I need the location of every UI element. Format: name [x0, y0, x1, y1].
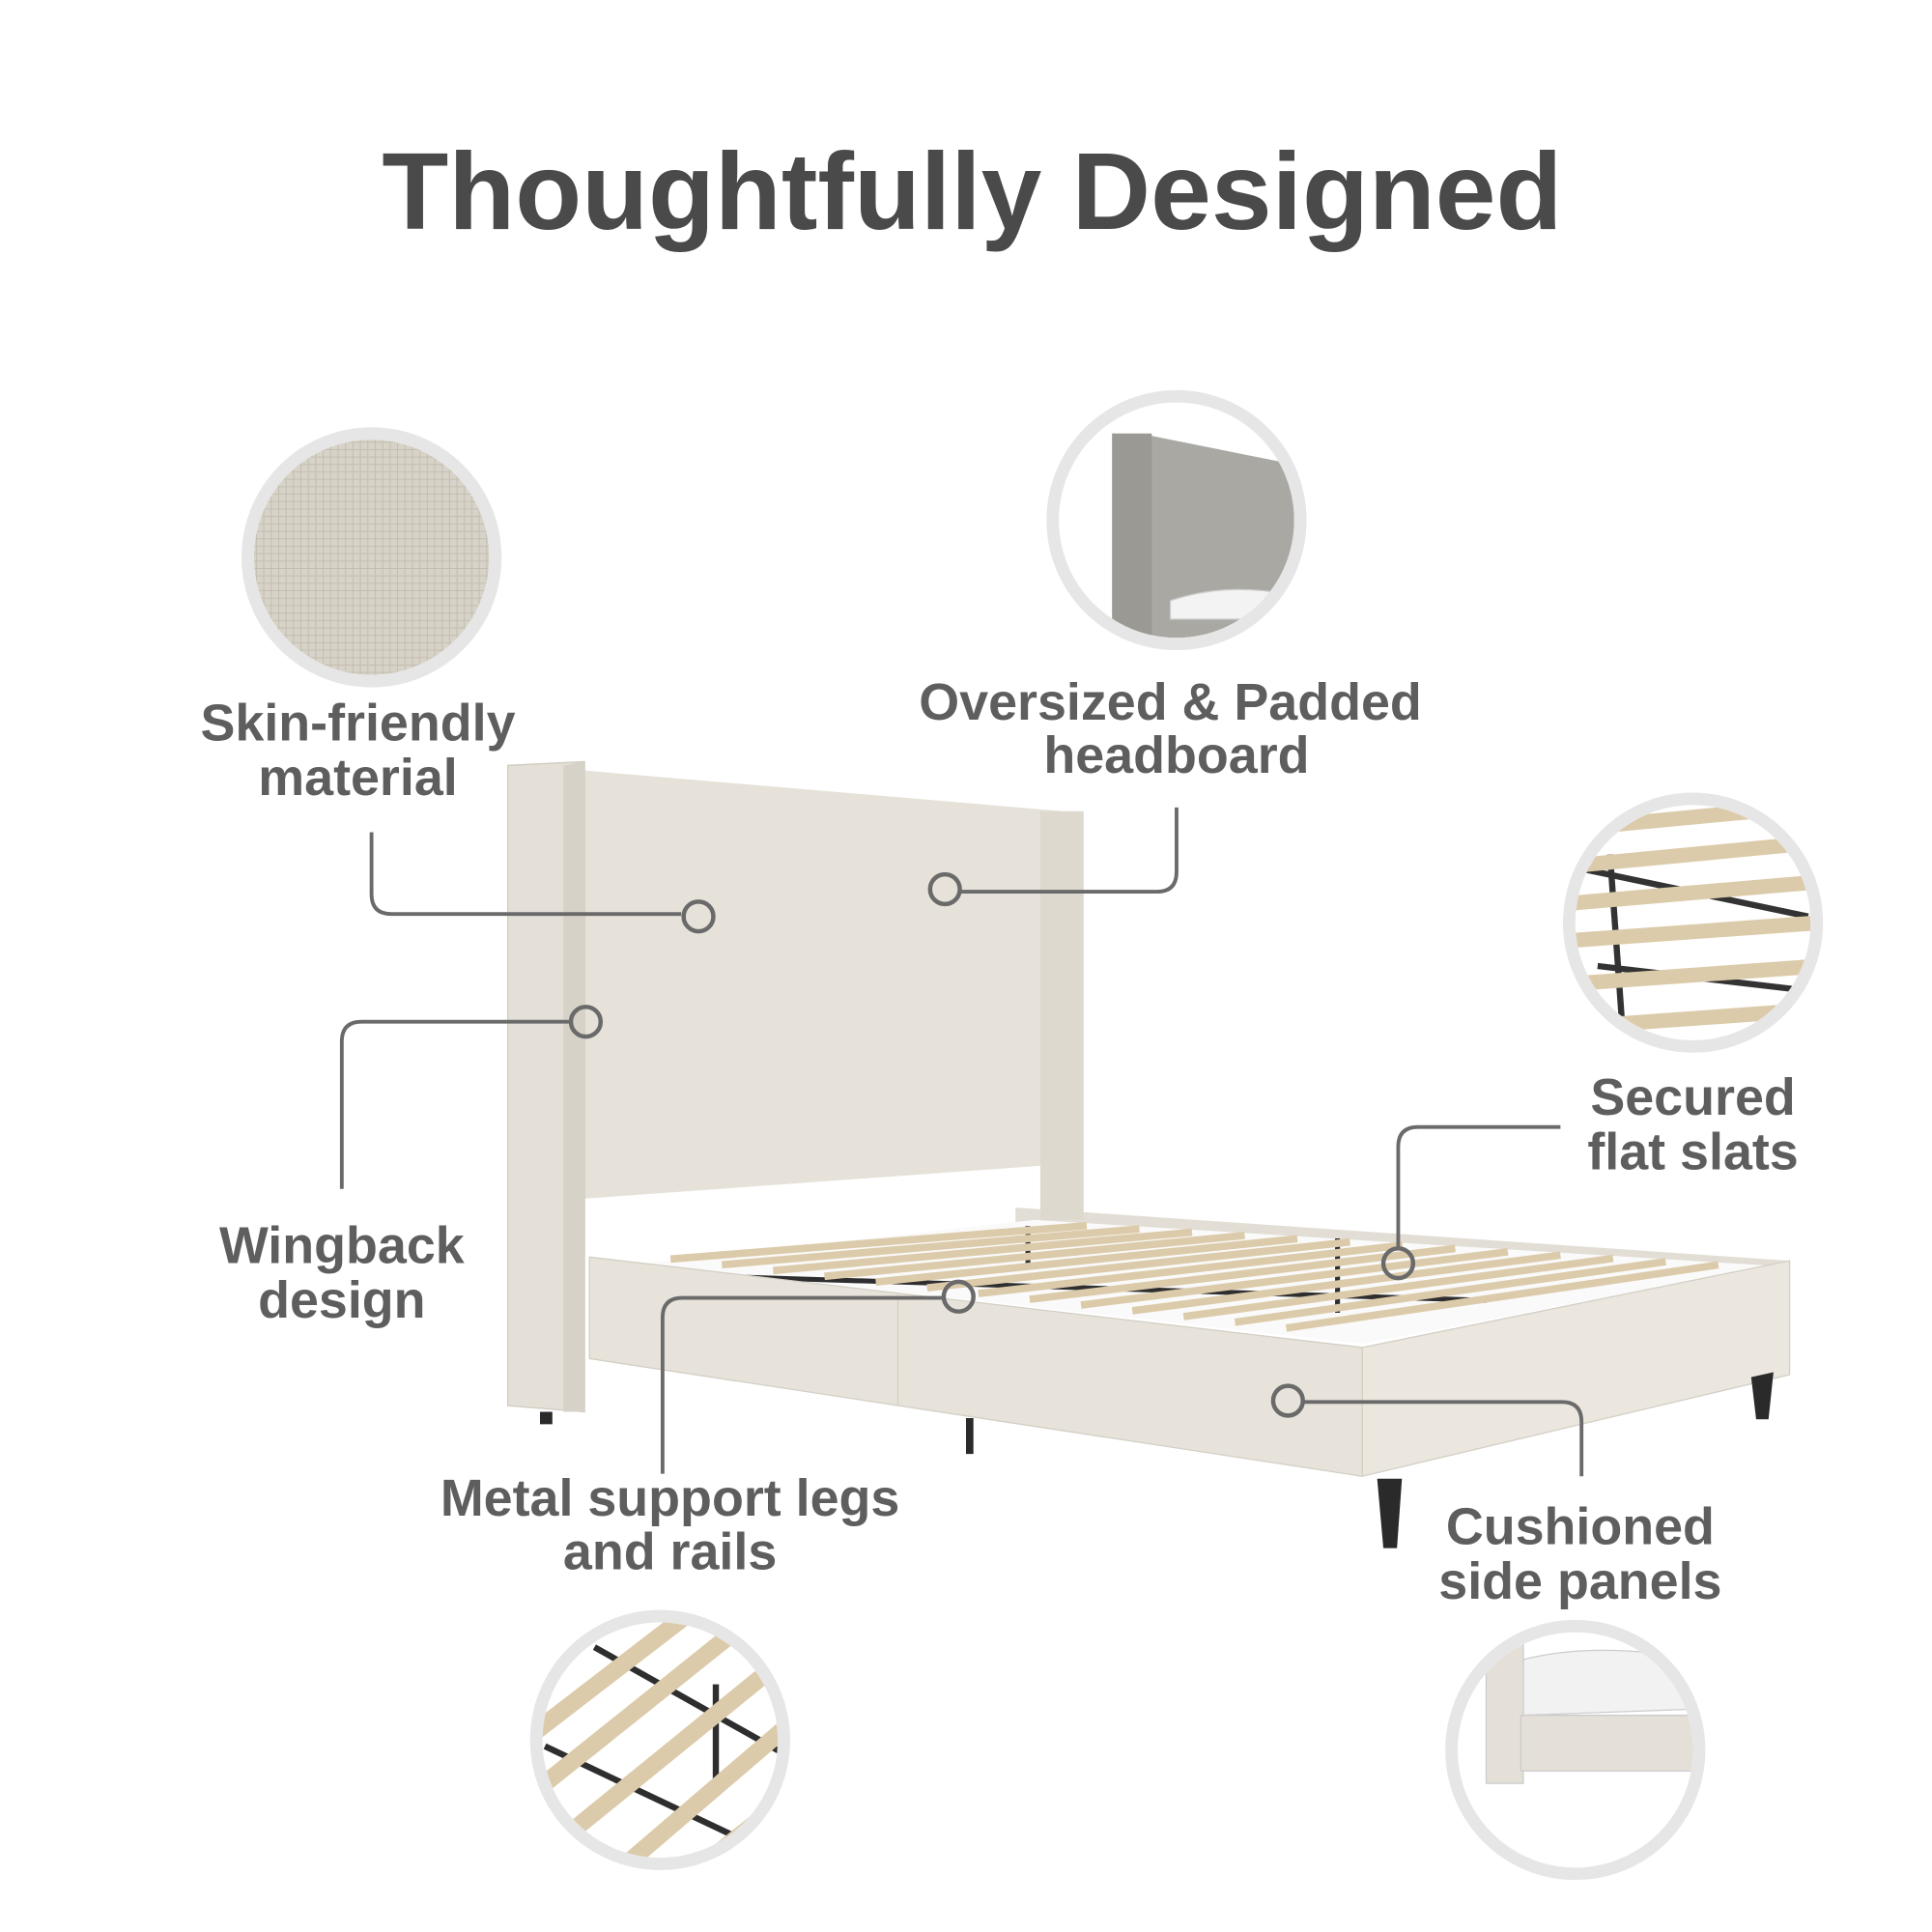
bed-illustration — [507, 760, 1791, 1548]
svg-text:headboard: headboard — [1043, 726, 1309, 784]
svg-text:and rails: and rails — [563, 1522, 777, 1580]
slat — [824, 1232, 1245, 1281]
slat — [669, 1221, 1088, 1264]
hotspot-marker[interactable] — [1380, 1246, 1416, 1281]
slat — [773, 1228, 1193, 1275]
svg-text:Wingback: Wingback — [219, 1217, 465, 1275]
slat — [1080, 1248, 1509, 1309]
fabric-closeup-image — [242, 427, 502, 688]
headboard-closeup-image — [1046, 389, 1307, 651]
side-panel-closeup-image — [1445, 1619, 1706, 1881]
slat — [978, 1241, 1404, 1297]
slat — [875, 1235, 1298, 1287]
svg-text:Oversized & Padded: Oversized & Padded — [919, 673, 1422, 731]
callout-wingback: Wingback design — [219, 1005, 604, 1329]
slat — [926, 1237, 1350, 1292]
hotspot-marker[interactable] — [927, 871, 962, 907]
metal-legs-closeup-image — [529, 1609, 790, 1870]
svg-text:material: material — [258, 749, 457, 807]
svg-text:Metal support legs: Metal support legs — [440, 1469, 900, 1527]
hotspot-marker[interactable] — [568, 1005, 604, 1039]
svg-text:Secured: Secured — [1590, 1068, 1795, 1126]
callout-headboard: Oversized & Padded headboard — [919, 673, 1422, 907]
svg-text:design: design — [258, 1271, 425, 1329]
svg-text:flat slats: flat slats — [1587, 1122, 1798, 1180]
slat — [1131, 1251, 1561, 1315]
slat — [1285, 1261, 1719, 1332]
hotspot-marker[interactable] — [681, 899, 716, 934]
slat — [1234, 1258, 1666, 1326]
slat — [721, 1225, 1140, 1269]
svg-text:side panels: side panels — [1438, 1552, 1721, 1610]
callout-slats: Secured flat slats — [1380, 1068, 1799, 1281]
page-title: Thoughtfully Designed — [382, 130, 1562, 252]
hotspot-marker[interactable] — [1270, 1383, 1305, 1418]
hotspot-marker[interactable] — [941, 1279, 976, 1314]
slats-closeup-image — [1562, 792, 1824, 1053]
callout-panels: Cushioned side panels — [1270, 1383, 1721, 1610]
svg-text:Skin-friendly: Skin-friendly — [200, 695, 515, 753]
svg-text:Cushioned: Cushioned — [1446, 1498, 1715, 1556]
callout-metal: Metal support legs and rails — [440, 1279, 976, 1580]
slat — [1182, 1254, 1614, 1321]
callout-material: Skin-friendly material — [200, 695, 716, 934]
